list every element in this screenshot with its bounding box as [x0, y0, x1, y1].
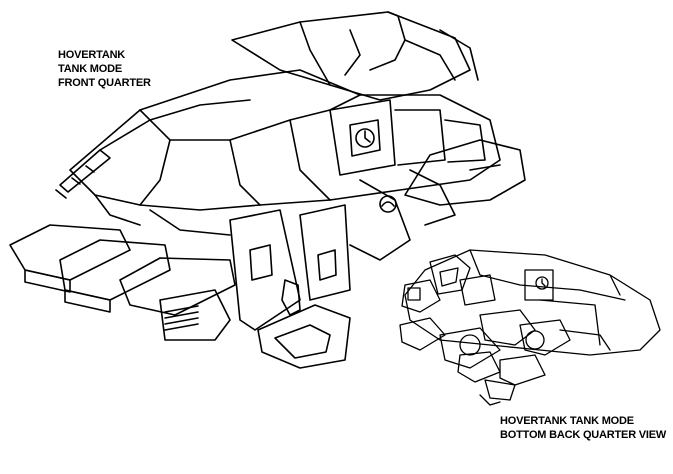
sub-caption-line-2: BOTTOM BACK QUARTER VIEW	[500, 429, 667, 441]
main-caption-line-3: FRONT QUARTER	[58, 77, 151, 89]
main-caption-line-2: TANK MODE	[58, 63, 122, 75]
main-view-caption: HOVERTANK TANK MODE FRONT QUARTER	[58, 48, 151, 90]
front-quarter-drawing	[9, 11, 526, 369]
sub-view-caption: HOVERTANK TANK MODE BOTTOM BACK QUARTER …	[500, 414, 666, 442]
main-caption-line-1: HOVERTANK	[58, 49, 126, 61]
sub-caption-line-1: HOVERTANK TANK MODE	[500, 415, 634, 427]
bottom-back-quarter-drawing	[399, 249, 661, 406]
